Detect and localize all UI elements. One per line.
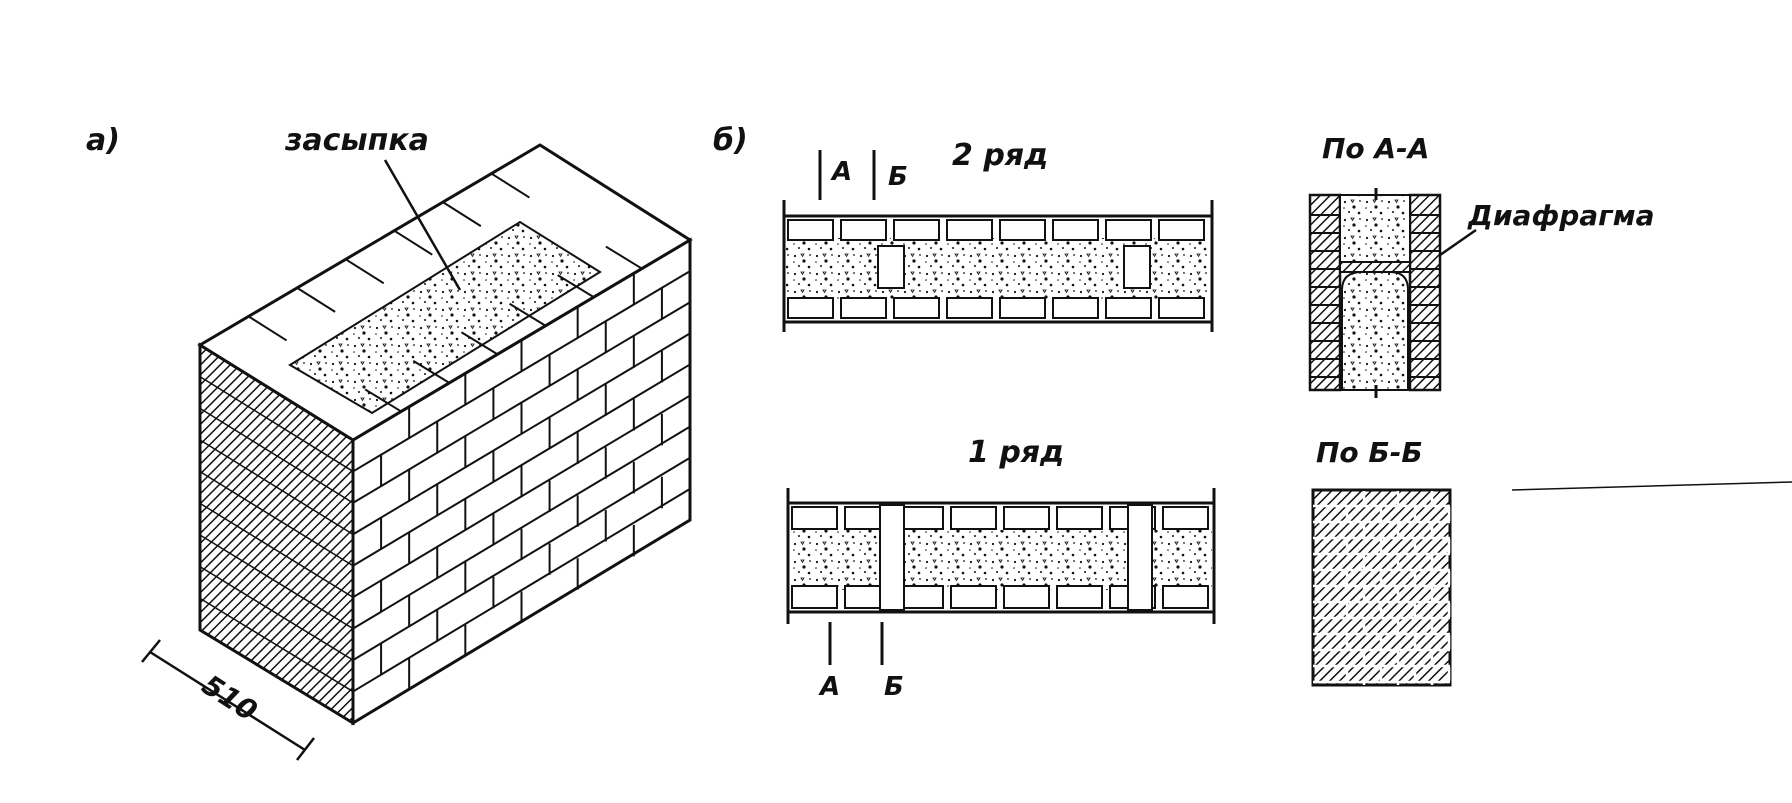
wall-brick-lines bbox=[199, 172, 691, 693]
dimension-tick-right bbox=[296, 737, 315, 761]
end-course-line bbox=[199, 407, 354, 504]
brick bbox=[893, 297, 940, 319]
top-joint-front bbox=[460, 331, 498, 356]
section-aa-diaphragm bbox=[1339, 261, 1411, 273]
brick bbox=[999, 297, 1046, 319]
fill-area-top bbox=[288, 220, 602, 415]
diaphragm-brick bbox=[877, 245, 905, 289]
brick bbox=[791, 585, 838, 609]
section-aa-right-wall bbox=[1408, 193, 1442, 392]
row2-plan bbox=[782, 200, 1214, 332]
end-course-line bbox=[199, 439, 354, 535]
dimension-label: 510 bbox=[196, 668, 263, 728]
brick bbox=[1105, 297, 1152, 319]
row1-plan bbox=[786, 488, 1216, 624]
isometric-wall bbox=[141, 143, 693, 761]
end-course-line bbox=[199, 376, 354, 473]
dimension-line bbox=[149, 650, 306, 752]
brick bbox=[1003, 506, 1050, 530]
diaphragm-label: Диафрагма bbox=[1467, 199, 1655, 232]
panel-a-label: а) bbox=[86, 123, 120, 158]
brick bbox=[946, 219, 993, 241]
diaphragm-brick bbox=[1123, 245, 1151, 289]
course-line bbox=[352, 488, 691, 693]
course-line bbox=[352, 425, 691, 630]
top-joint-back bbox=[393, 229, 433, 256]
brick bbox=[1052, 219, 1099, 241]
section-aa bbox=[1308, 188, 1442, 398]
brick bbox=[787, 219, 834, 241]
brick bbox=[1052, 297, 1099, 319]
end-course-line bbox=[199, 597, 354, 693]
brick bbox=[840, 219, 887, 241]
diaphragm-brick bbox=[879, 504, 905, 611]
top-joint-back bbox=[296, 287, 336, 313]
brick bbox=[787, 297, 834, 319]
brick bbox=[1158, 297, 1205, 319]
dimension-tick-left bbox=[141, 639, 161, 663]
top-joint-back bbox=[490, 172, 530, 199]
brick bbox=[1158, 219, 1205, 241]
brick bbox=[946, 297, 993, 319]
top-joint-back bbox=[345, 258, 385, 285]
cut-b-bottom-label: Б bbox=[884, 672, 904, 702]
top-joint-back bbox=[442, 201, 482, 227]
row1-label: 1 ряд bbox=[968, 435, 1064, 470]
top-joint-front bbox=[364, 388, 402, 413]
top-joint-front bbox=[509, 302, 547, 327]
section-aa-left-wall bbox=[1308, 193, 1342, 392]
brick bbox=[1056, 506, 1103, 530]
cut-a-top-label: А bbox=[830, 157, 852, 187]
cut-a-bottom-label: А bbox=[818, 672, 840, 702]
brick bbox=[950, 585, 997, 609]
brick bbox=[1056, 585, 1103, 609]
fill-label: засыпка bbox=[284, 123, 429, 158]
brick bbox=[840, 297, 887, 319]
brick bbox=[893, 219, 940, 241]
brick bbox=[950, 506, 997, 530]
section-bb bbox=[1311, 488, 1452, 687]
top-joint-front bbox=[605, 245, 643, 270]
end-course-line bbox=[199, 534, 354, 630]
brick bbox=[791, 506, 838, 530]
course-line bbox=[352, 301, 691, 504]
section-aa-label: По А-А bbox=[1322, 132, 1429, 165]
cut-b-top-label: Б bbox=[888, 162, 908, 192]
top-joint-front bbox=[557, 274, 595, 298]
brick bbox=[1162, 585, 1209, 609]
course-line bbox=[352, 363, 691, 567]
row2-label: 2 ряд bbox=[952, 138, 1048, 173]
brick bbox=[1162, 506, 1209, 530]
section-bb-label: По Б-Б bbox=[1316, 436, 1423, 469]
top-joint-front bbox=[412, 360, 450, 384]
end-course-line bbox=[199, 471, 354, 567]
diaphragm-brick bbox=[1127, 504, 1153, 611]
section-aa-fill-lower bbox=[1341, 271, 1409, 391]
fill-leader-line bbox=[383, 159, 462, 291]
end-course-line bbox=[199, 502, 354, 598]
panel-b-label: б) bbox=[713, 123, 748, 158]
section-aa-fill-upper bbox=[1339, 194, 1411, 266]
brick bbox=[1003, 585, 1050, 609]
top-joint-back bbox=[248, 315, 288, 342]
end-course-line bbox=[199, 566, 354, 661]
brick bbox=[1105, 219, 1152, 241]
brick bbox=[999, 219, 1046, 241]
stray-line bbox=[1511, 481, 1792, 491]
